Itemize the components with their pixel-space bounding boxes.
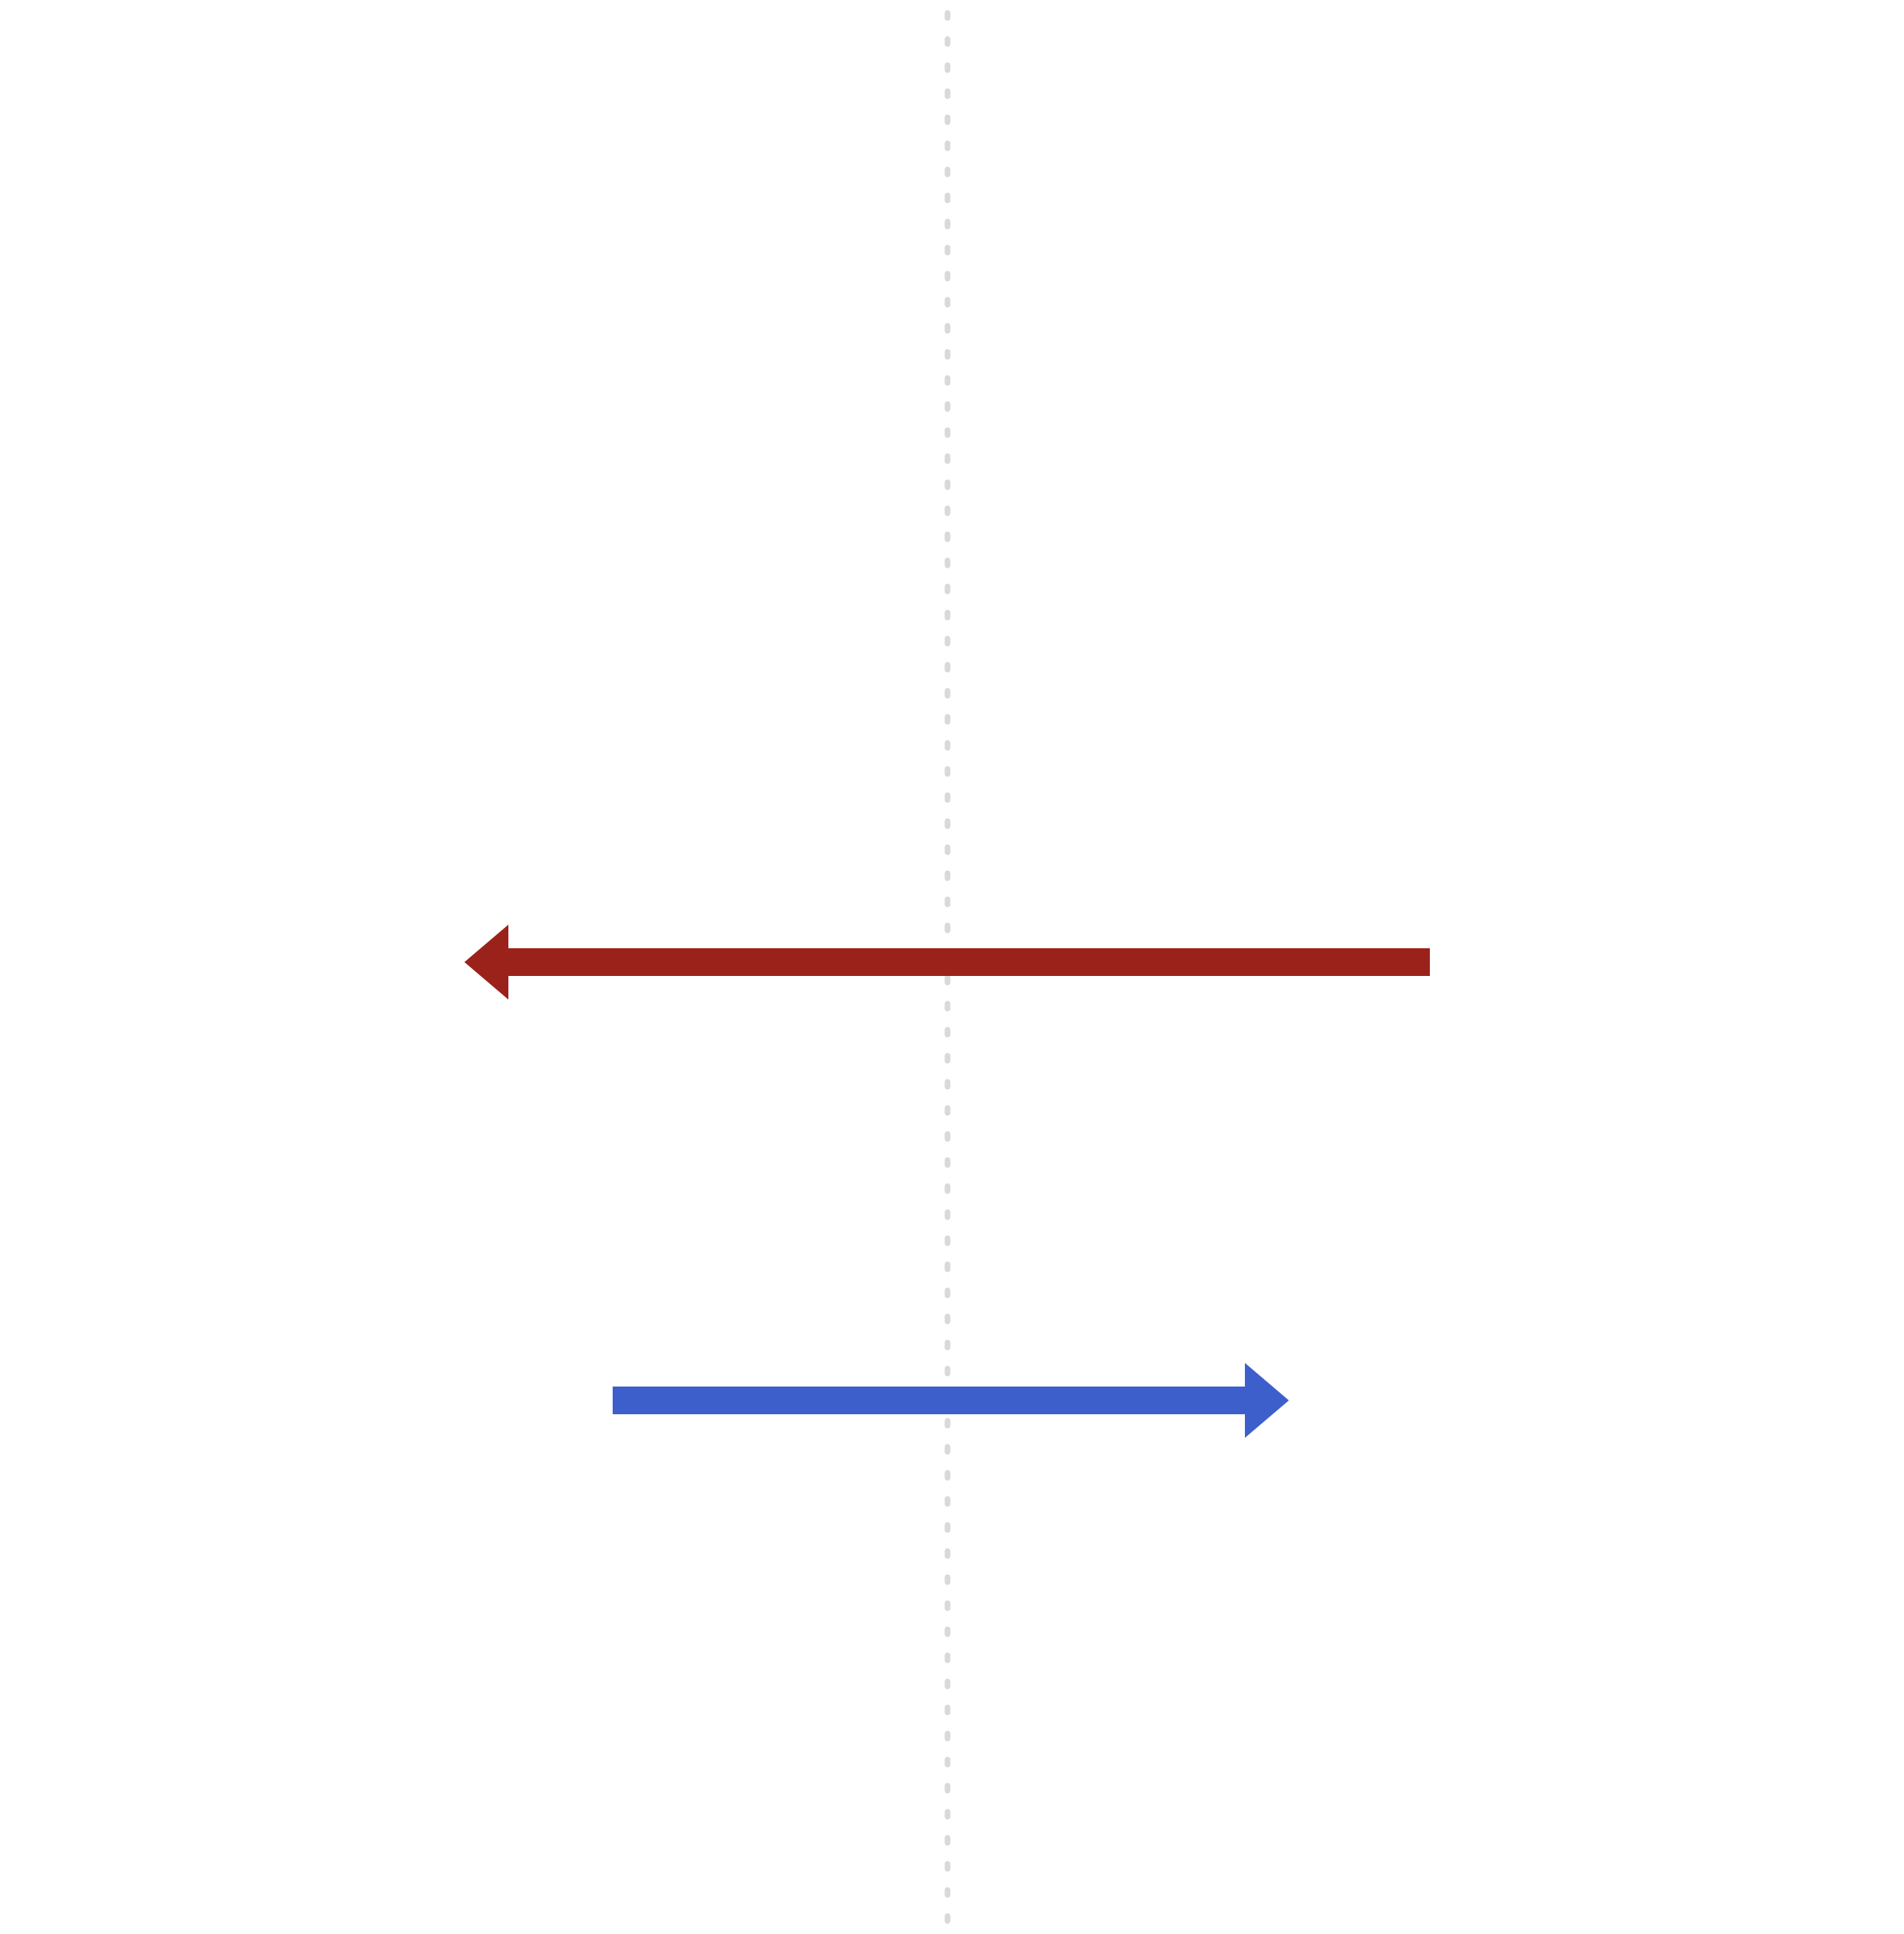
red-left-arrow [464, 925, 1430, 1000]
blue-arrow-shaft [613, 1387, 1245, 1414]
red-arrow-head [464, 925, 508, 1000]
blue-right-arrow [613, 1363, 1289, 1438]
blue-arrow-head [1245, 1363, 1289, 1438]
red-arrow-shaft [508, 948, 1430, 976]
